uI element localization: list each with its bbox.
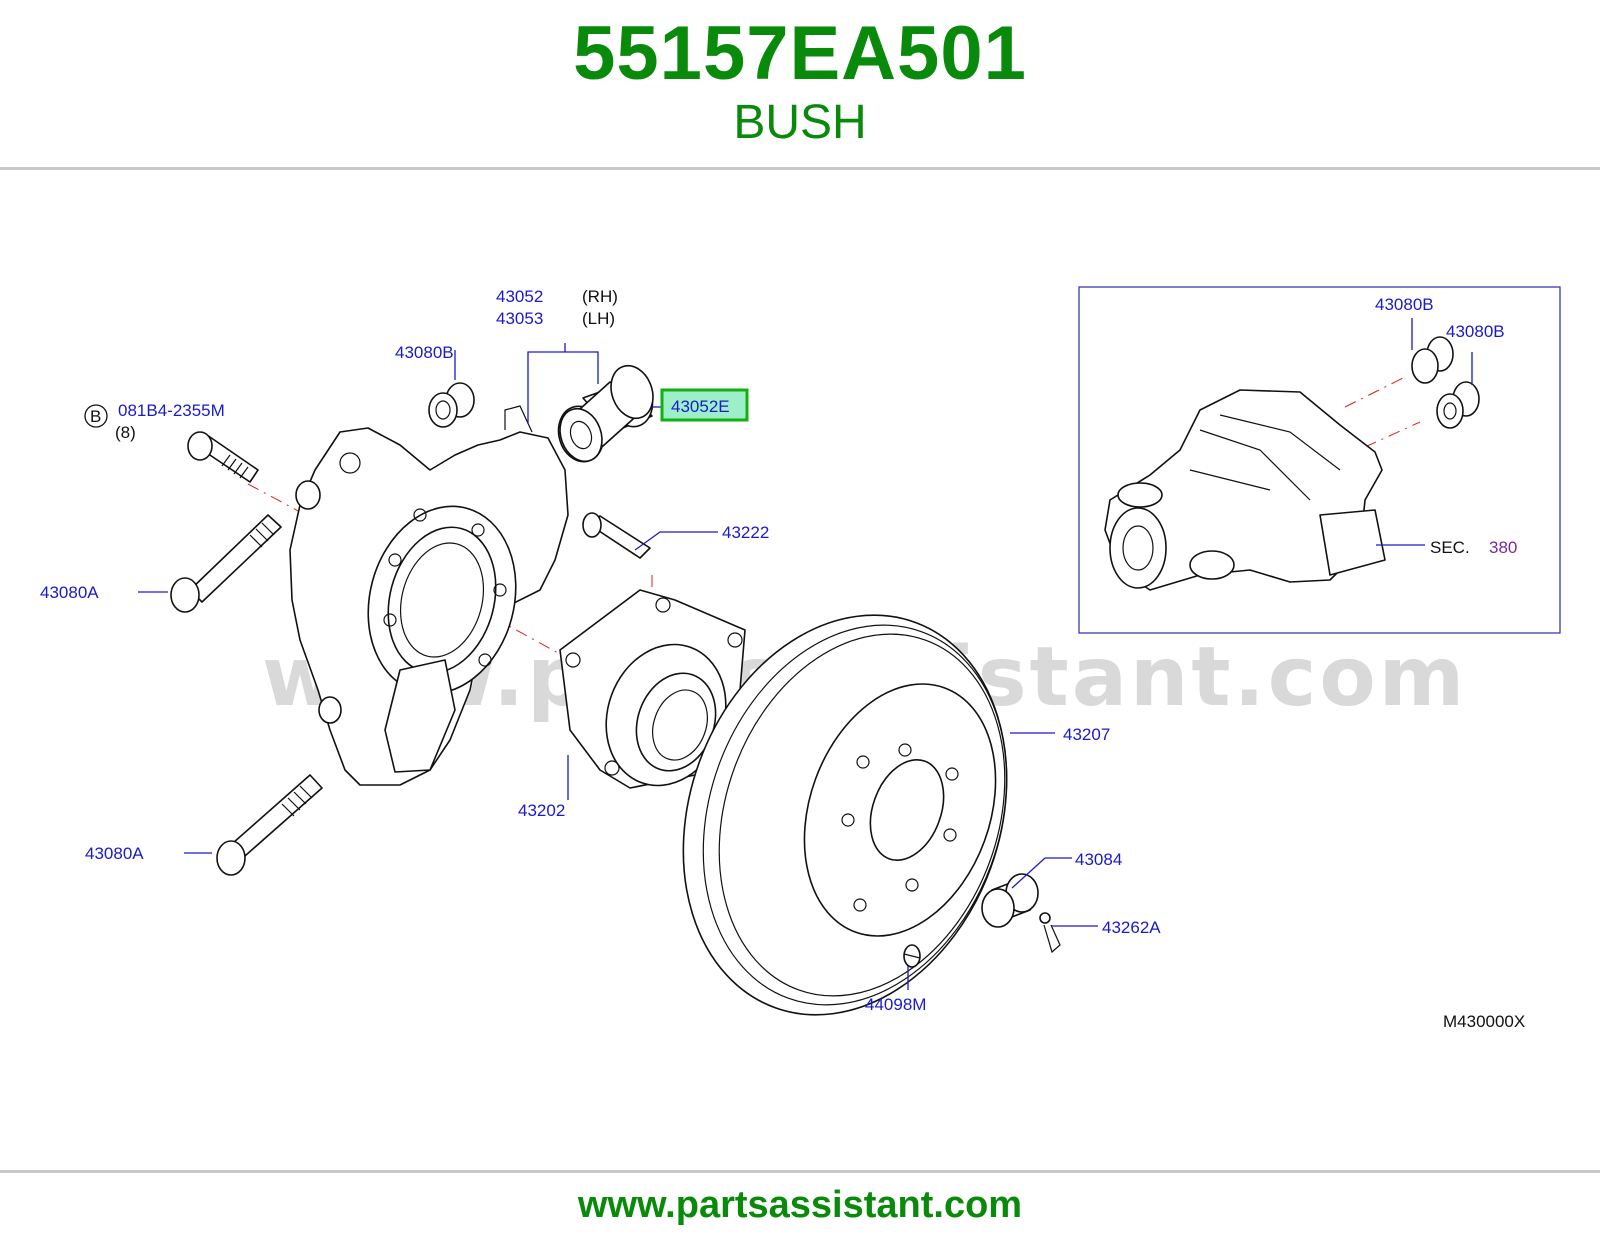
label-inset-43080b-b[interactable]: 43080B — [1446, 322, 1505, 341]
long-bolt-top-drawing — [170, 514, 282, 613]
label-bolt-qty: (8) — [115, 423, 136, 442]
bolt-marker-circle — [84, 404, 108, 428]
label-43084[interactable]: 43084 — [1075, 850, 1122, 869]
leader-line — [1011, 857, 1072, 889]
highlighted-part-box — [660, 388, 749, 422]
label-43222[interactable]: 43222 — [722, 523, 769, 542]
leader-line — [634, 531, 718, 551]
cap-drawing — [981, 873, 1039, 928]
label-43080a-top[interactable]: 43080A — [40, 583, 99, 602]
part-name-subtitle: BUSH — [733, 96, 867, 149]
bolt-small-drawing — [187, 431, 259, 483]
axis-line — [1344, 376, 1406, 408]
clip-drawing — [1039, 912, 1061, 954]
axis-line — [1364, 421, 1421, 448]
stud-drawing — [582, 512, 651, 559]
label-43053[interactable]: 43053 — [496, 309, 543, 328]
differential-drawing — [1104, 389, 1386, 591]
label-43262a[interactable]: 43262A — [1102, 918, 1161, 937]
hub-drawing — [559, 589, 746, 789]
label-bolt-code[interactable]: 081B4-2355M — [118, 401, 225, 420]
leader-line — [527, 343, 599, 424]
footer-divider — [0, 1170, 1600, 1173]
label-43052[interactable]: 43052 — [496, 287, 543, 306]
diagram-code: M430000X — [1443, 1012, 1525, 1031]
label-rh: (RH) — [582, 287, 618, 306]
label-43207[interactable]: 43207 — [1063, 725, 1110, 744]
label-inset-43080b-a[interactable]: 43080B — [1375, 295, 1434, 314]
label-43080b[interactable]: 43080B — [395, 343, 454, 362]
small-bush-drawing — [428, 382, 475, 428]
footer-url-link[interactable]: www.partsassistant.com — [577, 1184, 1023, 1226]
header-divider — [0, 167, 1600, 170]
label-sec-number[interactable]: 380 — [1489, 538, 1517, 557]
label-sec: SEC. — [1430, 538, 1470, 557]
bush-drawing — [557, 364, 654, 463]
label-43202[interactable]: 43202 — [518, 801, 565, 820]
long-bolt-bottom-drawing — [216, 774, 323, 876]
nut-drawing — [903, 944, 921, 968]
rotor-drawing — [682, 614, 1008, 1016]
label-43080a-bottom[interactable]: 43080A — [85, 844, 144, 863]
inset-frame — [1078, 286, 1561, 634]
label-43052e[interactable]: 43052E — [671, 397, 730, 416]
label-44098m[interactable]: 44098M — [865, 995, 926, 1014]
knuckle-drawing — [289, 405, 569, 786]
label-lh: (LH) — [582, 309, 615, 328]
bolt-marker-letter: B — [90, 407, 101, 426]
inset-bush-upper-drawing — [1411, 336, 1454, 384]
inset-bush-lower-drawing — [1436, 381, 1480, 429]
parts-diagram: www.partsassistant.com — [40, 286, 1561, 1031]
part-number-title: 55157EA501 — [573, 11, 1027, 96]
page-header: 55157EA501 BUSH — [0, 0, 1600, 168]
